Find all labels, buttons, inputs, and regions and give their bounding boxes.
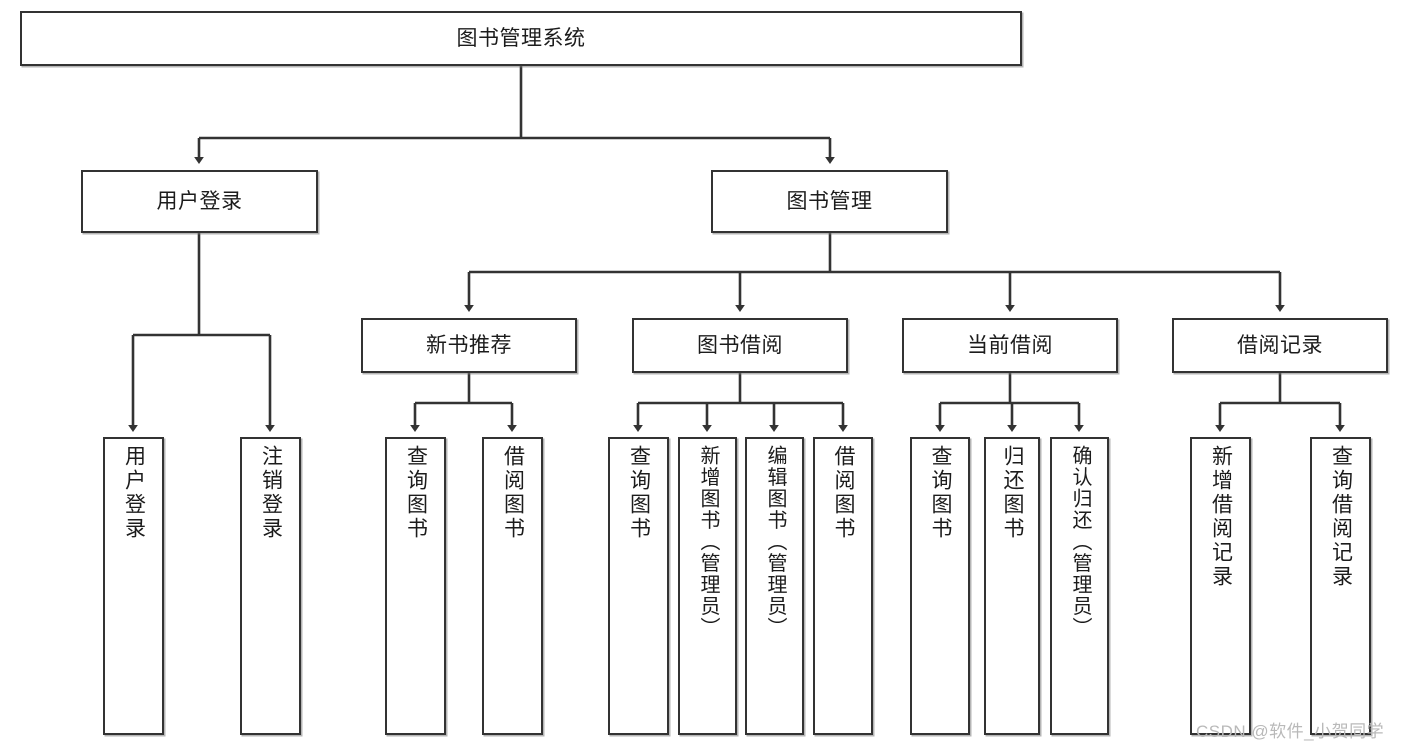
node-label: 借阅图书	[501, 445, 525, 541]
node-current-borrow[interactable]: 当前借阅	[902, 318, 1118, 373]
node-label: 图书管理系统	[456, 26, 586, 50]
node-label: 用户登录	[122, 445, 146, 541]
node-leaf-edit-book[interactable]: 编辑图书（管理员）	[745, 437, 804, 735]
node-label: 借阅记录	[1237, 333, 1323, 357]
node-leaf-borrow-book-1[interactable]: 借阅图书	[482, 437, 543, 735]
node-label: 注销登录	[259, 445, 283, 541]
node-label: 查询图书	[627, 445, 651, 541]
node-label: 新增图书（管理员）	[697, 445, 719, 639]
node-leaf-query-book-3[interactable]: 查询图书	[910, 437, 970, 735]
node-leaf-user-login[interactable]: 用户登录	[103, 437, 164, 735]
node-label: 新书推荐	[426, 333, 512, 357]
node-leaf-query-book-1[interactable]: 查询图书	[385, 437, 446, 735]
node-label: 用户登录	[156, 189, 243, 213]
node-leaf-borrow-book-2[interactable]: 借阅图书	[813, 437, 873, 735]
node-label: 借阅图书	[832, 445, 856, 541]
node-label: 新增借阅记录	[1209, 445, 1233, 589]
node-leaf-query-book-2[interactable]: 查询图书	[608, 437, 669, 735]
node-label: 确认归还（管理员）	[1069, 445, 1091, 639]
node-book-borrow[interactable]: 图书借阅	[632, 318, 848, 373]
node-borrow-record[interactable]: 借阅记录	[1172, 318, 1388, 373]
node-label: 当前借阅	[967, 333, 1053, 357]
node-label: 图书借阅	[697, 333, 783, 357]
node-leaf-user-logout[interactable]: 注销登录	[240, 437, 301, 735]
node-book-manage[interactable]: 图书管理	[711, 170, 948, 233]
csdn-watermark: CSDN @软件_小贺同学	[1196, 722, 1385, 741]
node-leaf-return-book[interactable]: 归还图书	[984, 437, 1040, 735]
node-root-system[interactable]: 图书管理系统	[20, 11, 1022, 66]
node-label: 查询图书	[404, 445, 428, 541]
node-label: 图书管理	[786, 189, 873, 213]
node-leaf-query-record[interactable]: 查询借阅记录	[1310, 437, 1371, 735]
node-label: 编辑图书（管理员）	[764, 445, 786, 639]
node-label: 查询借阅记录	[1329, 445, 1353, 589]
node-leaf-add-book[interactable]: 新增图书（管理员）	[678, 437, 737, 735]
node-leaf-confirm-return[interactable]: 确认归还（管理员）	[1050, 437, 1109, 735]
node-new-book-recommend[interactable]: 新书推荐	[361, 318, 577, 373]
node-user-login[interactable]: 用户登录	[81, 170, 318, 233]
node-label: 归还图书	[1001, 445, 1025, 541]
node-label: 查询图书	[929, 445, 953, 541]
node-leaf-add-record[interactable]: 新增借阅记录	[1190, 437, 1251, 735]
